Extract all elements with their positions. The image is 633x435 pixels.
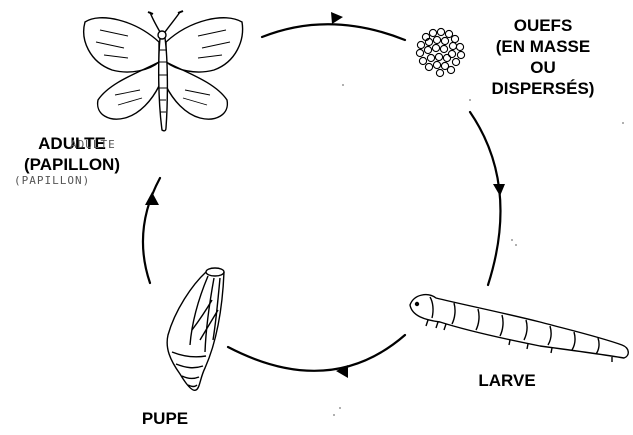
lower-right-wing [166,62,227,119]
scan-specks [333,84,624,416]
upper-left-wing [84,18,159,72]
arc-eggs-to-larva [470,112,500,285]
arrow-head-down [493,184,505,196]
eggs-label-line-3: OU [468,57,618,78]
arc-adult-to-eggs [262,24,405,40]
eggs-label: OUEFS (EN MASSE OU DISPERSÉS) [468,15,618,99]
antennae [150,12,180,32]
arrow-head-up [145,192,159,205]
arc-larva-to-pupa [228,335,405,371]
lower-left-wing [98,62,159,119]
pupa-illustration [167,268,224,390]
larva-illustration [410,295,628,362]
eggs-label-line-1: OUEFS [468,15,618,36]
handwritten-adult-line-1: ADULTE [70,138,116,151]
egg-cluster-illustration [416,28,464,76]
handwritten-papillon-label: (PAPILLON) [14,174,90,187]
upper-right-wing [166,18,243,72]
eggs-label-line-4: DISPERSÉS) [468,78,618,99]
handwritten-adult-label: ADULTE [70,138,116,151]
arrow-head-right [331,12,343,24]
body [159,38,168,131]
eggs-label-line-2: (EN MASSE [468,36,618,57]
handwritten-adult-line-2: (PAPILLON) [14,174,90,187]
adult-label-line-2: (PAPILLON) [2,154,142,175]
larva-label: LARVE [462,370,552,391]
pupa-label: PUPE [130,408,200,429]
butterfly-illustration [84,11,243,131]
